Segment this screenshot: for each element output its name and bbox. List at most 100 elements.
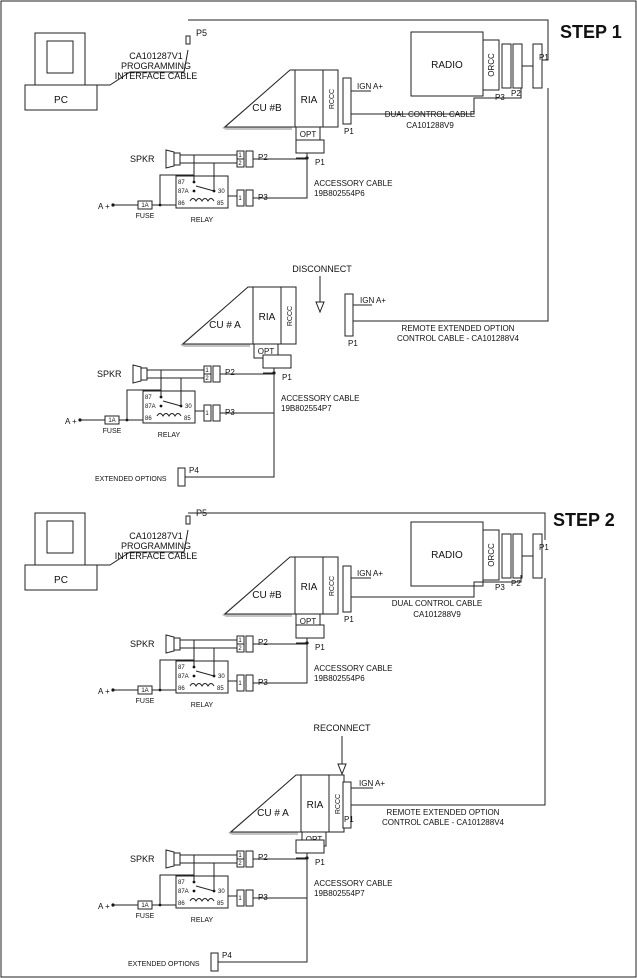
s1-remote-cable-id: CONTROL CABLE - CA101288V4 (397, 334, 520, 343)
s1-orcc-label: ORCC (487, 53, 496, 77)
s1-acca-p2-pin2-label: 2 (205, 376, 209, 382)
s1-acca-ext-options-label: EXTENDED OPTIONS (95, 476, 167, 483)
s1-accb-relay-contact (195, 185, 215, 192)
s2-remote-cable (351, 578, 546, 806)
s2-prog-cable-id: CA101287V1 (129, 531, 183, 541)
s1-cu-b-label: CU #B (252, 103, 282, 114)
s2-acca-spkr-label: SPKR (130, 854, 155, 864)
s2-acca-ext-wire (218, 898, 308, 963)
s1-accb-relay-30: 30 (218, 189, 225, 195)
s2-ign-label: IGN A+ (357, 569, 383, 578)
s2-dual-cable (351, 575, 522, 598)
s2-accb-relay-contact (195, 670, 215, 677)
s1-accb-spkr-cone (165, 149, 175, 169)
s2-cu-a-label: CU # A (257, 808, 289, 819)
s1-dual-cable-name: DUAL CONTROL CABLE (385, 110, 476, 119)
s1-acca-p2-label: P2 (225, 368, 235, 377)
s1-acca-fuse (104, 415, 120, 425)
s2-accb-acc-cable-label: ACCESSORY CABLE (314, 664, 392, 673)
s1-pc-base (24, 84, 98, 111)
s1-acca-spkr-label: SPKR (97, 369, 122, 379)
s2-acca-spkr-body (173, 852, 181, 866)
s2-accb-p3-pin-label: 1 (238, 681, 242, 687)
s2-accb-relay (175, 660, 229, 694)
s2-accb-fuse-value: 1A (141, 688, 148, 694)
s1-accb-relay-87a-dot (192, 189, 196, 193)
s2-accb-relay-label: RELAY (191, 702, 214, 709)
s1-accb-relay-86: 86 (178, 201, 185, 207)
s1-acca-ext-wire (185, 413, 275, 478)
s1-cu-b-p1 (342, 77, 352, 125)
s1-cu-b-rccc-label: RCCC (329, 89, 336, 109)
s2-pc-label: PC (54, 575, 68, 586)
s1-radio-p1-connector (532, 43, 543, 89)
s1-p5-label: P5 (196, 28, 207, 38)
s2-acca-relay-86: 86 (178, 901, 185, 907)
s2-cu-b-body (223, 556, 296, 615)
s1-accb-relay-label: RELAY (191, 217, 214, 224)
s2-dual-cable-id: CA101288V9 (413, 610, 461, 619)
s2-accb-acc-cable-id: 19B802554P6 (314, 674, 365, 683)
s1-accb-fuse (137, 200, 153, 210)
s1-orcc (482, 39, 500, 91)
s1-acca-acc-p1-label: P1 (282, 373, 292, 382)
s2-accb-acc-p1-box (295, 624, 325, 639)
s1-p2-connector (512, 43, 523, 89)
s2-acca-p4-connector (210, 952, 219, 972)
s1-cu-a-p1-label: P1 (348, 339, 358, 348)
s1-radio-label: RADIO (431, 60, 463, 71)
s2-p5-radio-line (188, 512, 546, 540)
s1-cu-b-p1-label: P1 (344, 127, 354, 136)
s1-p5-radio-line (188, 19, 549, 61)
s1-acca-acc-cable-id: 19B802554P7 (281, 404, 332, 413)
s1-prog-cable-desc: INTERFACE CABLE (115, 71, 198, 81)
s2-orcc-label: ORCC (487, 543, 496, 567)
s2-prog-cable (86, 529, 189, 566)
s2-radio-p1-label: P1 (539, 543, 549, 552)
s2-cu-b-opt-label: OPT (300, 617, 317, 626)
s2-accb-p2-mate (245, 635, 254, 653)
s2-cu-a-p1-label: P1 (344, 815, 354, 824)
s1-accb-acc-cable-id: 19B802554P6 (314, 189, 365, 198)
s2-prog-cable-name: PROGRAMMING (121, 541, 191, 551)
s1-acca-relay-coil (156, 413, 182, 417)
s1-accb-supply-relay-wire (159, 174, 194, 205)
s1-remote-cable (353, 88, 549, 322)
s1-cu-a-p1 (344, 293, 354, 337)
s1-cu-b-ria-label: RIA (301, 95, 318, 106)
s2-cu-a-ria-label: RIA (307, 800, 324, 811)
s2-acca-p2-mate (245, 850, 254, 868)
s2-acca-p3-mate (245, 889, 254, 907)
s1-accb-spkr-body (173, 152, 181, 166)
s1-accb-fuse-value: 1A (141, 203, 148, 209)
s1-accb-p2-label: P2 (258, 153, 268, 162)
s1-acca-relay-85: 85 (184, 416, 191, 422)
s1-ign-label: IGN A+ (357, 82, 383, 91)
s1-remote-cable-name: REMOTE EXTENDED OPTION (402, 324, 515, 333)
s1-acca-fuse-label: FUSE (103, 428, 122, 435)
s1-pc-screen (46, 40, 74, 74)
s1-p3-connector (501, 43, 512, 89)
s2-remote-cable-id: CONTROL CABLE - CA101288V4 (382, 818, 505, 827)
s2-acca-acc-p1-label: P1 (315, 858, 325, 867)
s2-cu-b-rccc (322, 556, 339, 615)
s2-p3-connector (501, 533, 512, 579)
s2-acca-p2-pin1-label: 1 (238, 853, 242, 859)
s2-acca-acc-cable-id: 19B802554P7 (314, 889, 365, 898)
s1-cu-a-rccc (280, 286, 297, 345)
s1-cu-b-body (223, 69, 296, 128)
s1-acca-relay-87a-dot (159, 404, 163, 408)
s1-acca-relay-87a: 87A (145, 404, 156, 410)
s2-accb-relay-85: 85 (217, 686, 224, 692)
s1-cu-a-ria (252, 286, 282, 345)
s2-acca-p2-pin2-label: 2 (238, 861, 242, 867)
s1-acca-p3-pin-label: 1 (205, 411, 209, 417)
s1-pc-label: PC (54, 95, 68, 106)
s2-radio-p1-connector (532, 533, 543, 579)
s1-acca-acc-cable-label: ACCESSORY CABLE (281, 394, 359, 403)
s1-cu-a-body (181, 286, 254, 345)
s1-accb-relay-87: 87 (178, 180, 185, 186)
s2-cu-b-rccc-label: RCCC (329, 576, 336, 596)
